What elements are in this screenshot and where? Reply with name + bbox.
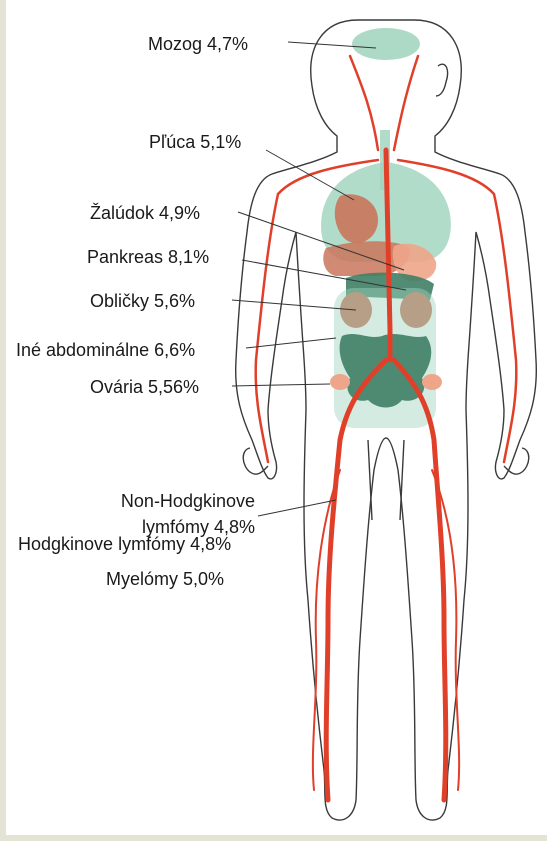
body-diagram <box>6 0 547 835</box>
label-kidneys: Obličky 5,6% <box>90 290 195 312</box>
diagram-frame: Mozog 4,7% Pľúca 5,1% Žalúdok 4,9% Pankr… <box>6 0 547 835</box>
vessel-head-left <box>350 56 378 150</box>
label-nhl-line1: Non-Hodgkinove <box>90 490 255 512</box>
label-pancreas: Pankreas 8,1% <box>87 246 209 268</box>
leader-nhl <box>258 500 336 516</box>
leader-ovaries <box>232 384 330 386</box>
ovary-right <box>422 374 442 390</box>
label-other-abdominal: Iné abdominálne 6,6% <box>16 339 195 361</box>
label-hodgkin: Hodgkinove lymfómy 4,8% <box>18 533 231 555</box>
label-lungs: Pľúca 5,1% <box>149 131 241 153</box>
label-ovaries: Ovária 5,56% <box>90 376 199 398</box>
ear-right <box>436 64 448 96</box>
vessel-head-right <box>394 56 418 150</box>
label-myeloma: Myelómy 5,0% <box>106 568 224 590</box>
leader-other-abdominal <box>246 338 336 348</box>
brain-organ <box>352 28 420 60</box>
label-stomach: Žalúdok 4,9% <box>90 202 200 224</box>
ovary-left <box>330 374 350 390</box>
label-brain: Mozog 4,7% <box>148 33 248 55</box>
